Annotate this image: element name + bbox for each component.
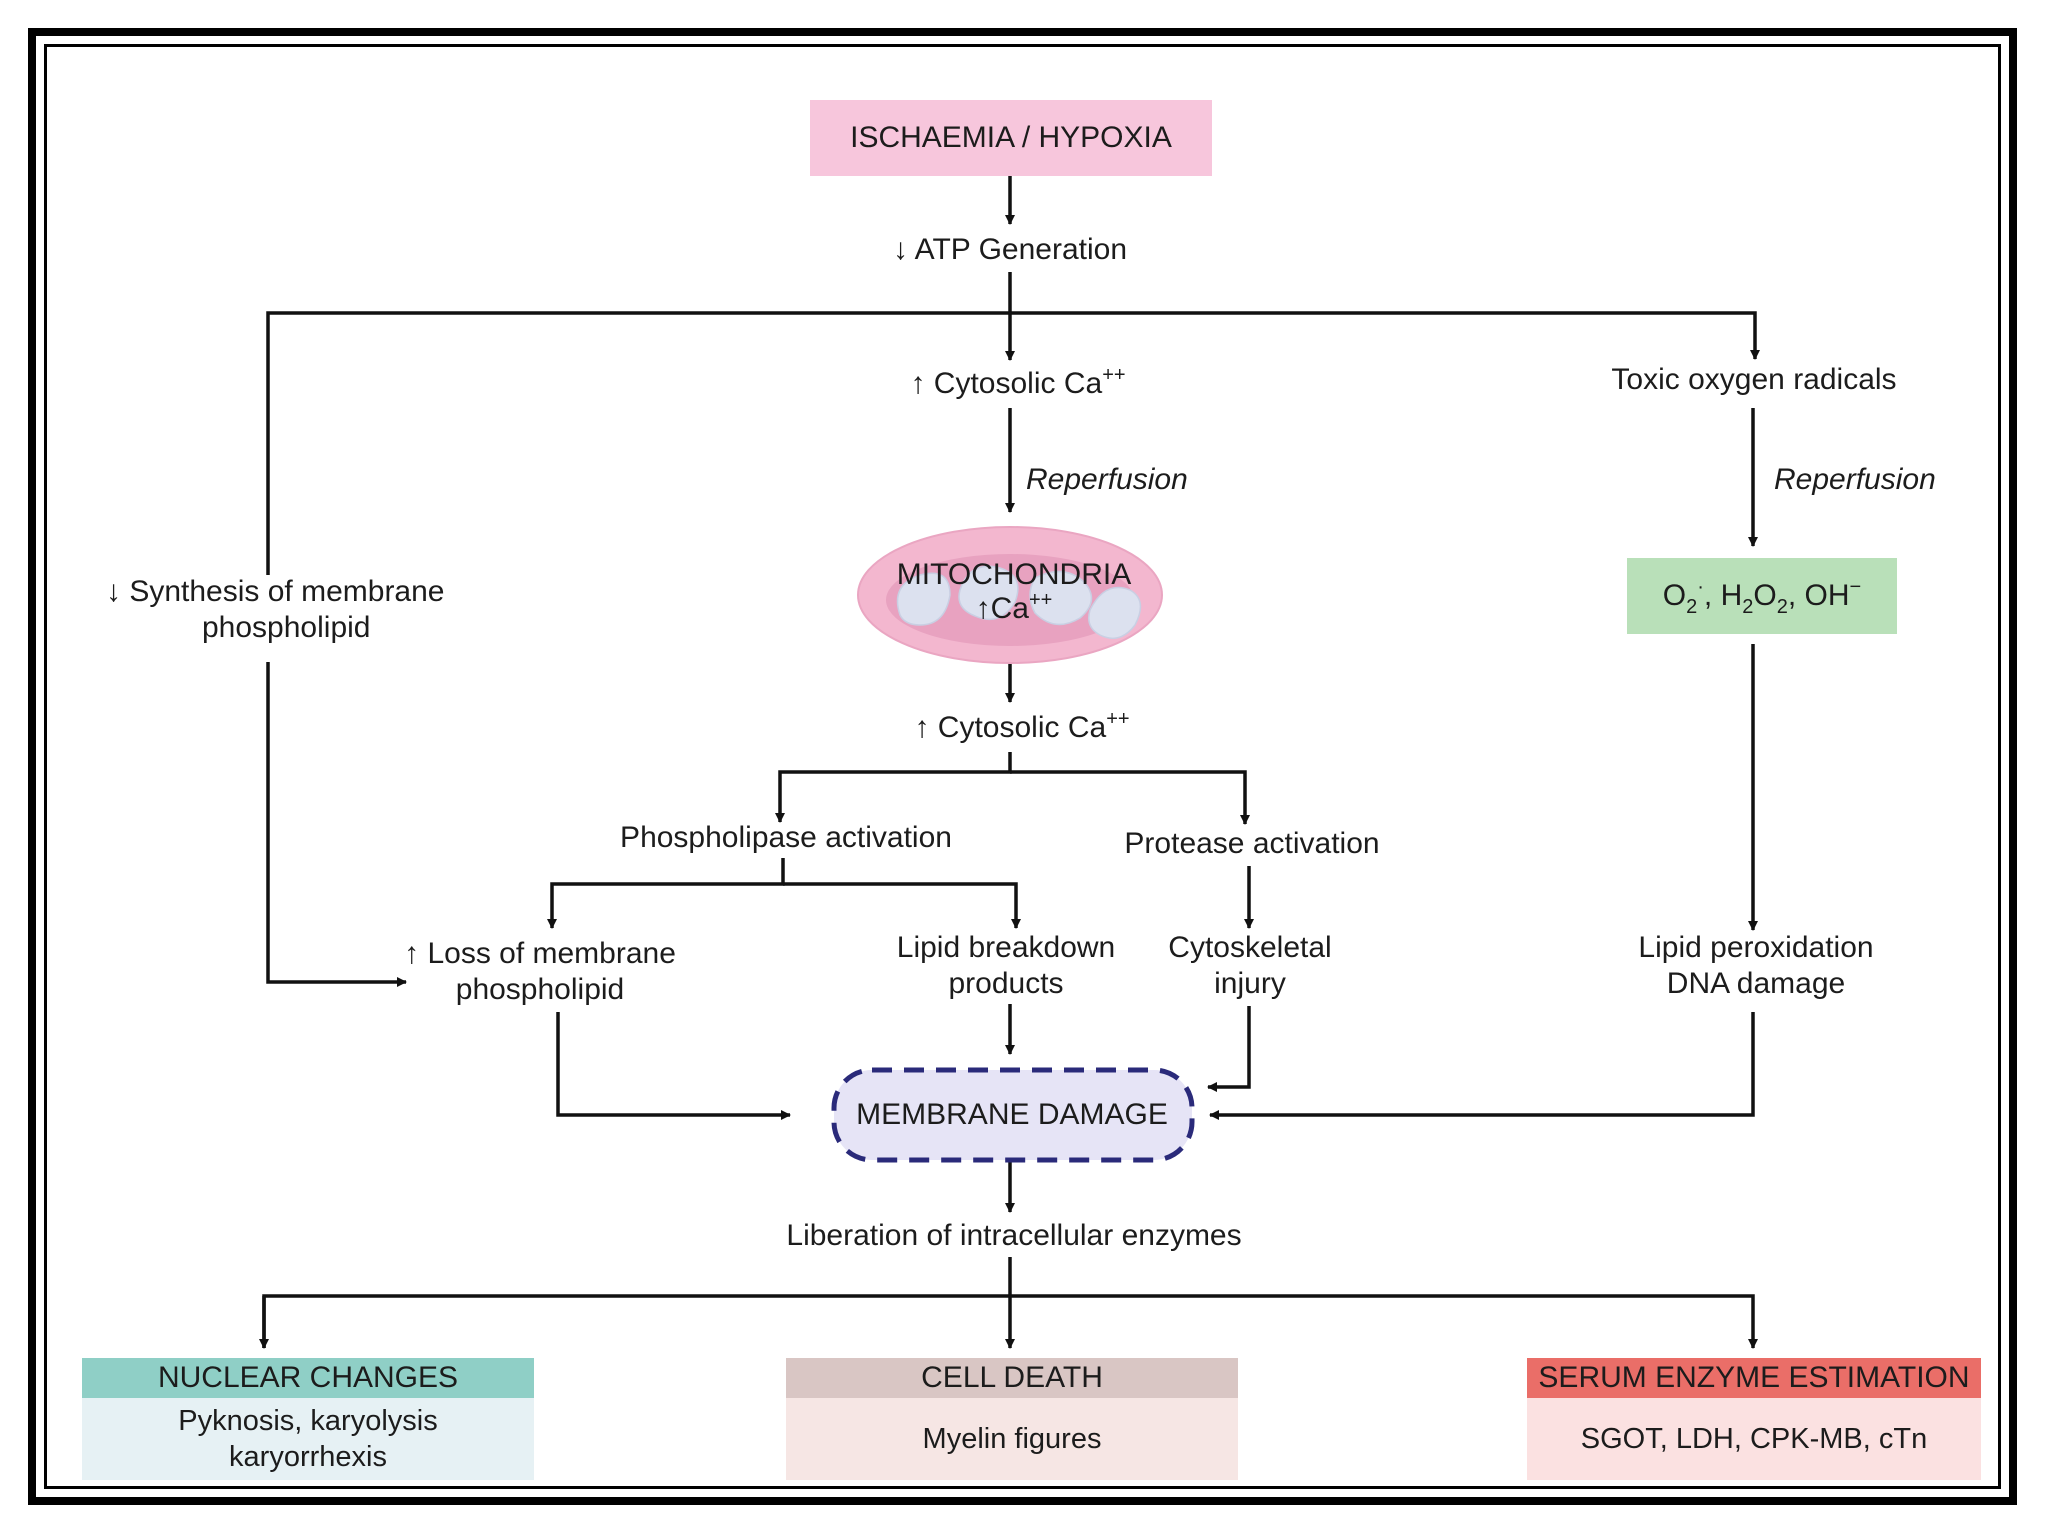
- reperfusion-label-right: Reperfusion: [1774, 463, 1936, 496]
- reperfusion-label-center: Reperfusion: [1026, 463, 1188, 496]
- down-arrow-icon: ↓: [892, 233, 908, 266]
- up-arrow-icon: ↑: [975, 592, 991, 625]
- toxic-radicals-label: Toxic oxygen radicals: [1611, 363, 1897, 396]
- ros-box: O2·, H2O2, OH−: [1627, 558, 1897, 634]
- lipid-peroxidation-label: Lipid peroxidation DNA damage: [1638, 931, 1874, 1000]
- cell-death-body: Myelin figures: [786, 1398, 1238, 1480]
- ros-formula: O2·, H2O2, OH−: [1662, 576, 1862, 618]
- phospholipase-label: Phospholipase activation: [620, 821, 952, 854]
- protease-label: Protease activation: [1124, 827, 1380, 860]
- up-arrow-icon: ↑: [404, 937, 420, 970]
- inner-frame: [44, 44, 2001, 1489]
- liberation-label: Liberation of intracellular enzymes: [786, 1219, 1242, 1252]
- up-arrow-icon: ↑: [910, 367, 926, 400]
- up-arrow-icon: ↑: [914, 711, 930, 744]
- mitochondria-label: MITOCHONDRIA ↑Ca++: [896, 558, 1132, 625]
- nuclear-changes-header: NUCLEAR CHANGES: [82, 1358, 534, 1398]
- atp-generation-label: ↓ ATP Generation: [892, 233, 1128, 266]
- cell-death-header: CELL DEATH: [786, 1358, 1238, 1398]
- cytosolic-ca-label: ↑ Cytosolic Ca++: [910, 364, 1126, 400]
- ischaemia-box: ISCHAEMIA / HYPOXIA: [810, 100, 1212, 176]
- loss-phospholipid-label: ↑ Loss of membrane phospholipid: [404, 937, 676, 1006]
- nuclear-changes-body: Pyknosis, karyolysis karyorrhexis: [82, 1398, 534, 1480]
- serum-enzyme-body: SGOT, LDH, CPK-MB, cTn: [1527, 1398, 1981, 1480]
- membrane-damage-label: MEMBRANE DAMAGE: [856, 1098, 1168, 1131]
- ischaemia-label: ISCHAEMIA / HYPOXIA: [850, 121, 1172, 154]
- membrane-damage-box: [831, 1067, 1195, 1163]
- serum-enzyme-header: SERUM ENZYME ESTIMATION: [1527, 1358, 1981, 1398]
- cytosolic-ca-label-2: ↑ Cytosolic Ca++: [914, 708, 1130, 744]
- lipid-breakdown-label: Lipid breakdown products: [896, 931, 1116, 1000]
- cytoskeletal-label: Cytoskeletal injury: [1168, 931, 1332, 1000]
- outer-frame: [28, 28, 2017, 1505]
- mitochondrion-shape: [857, 526, 1163, 664]
- synthesis-label: ↓ Synthesis of membrane phospholipid: [106, 575, 445, 644]
- down-arrow-icon: ↓: [106, 575, 121, 608]
